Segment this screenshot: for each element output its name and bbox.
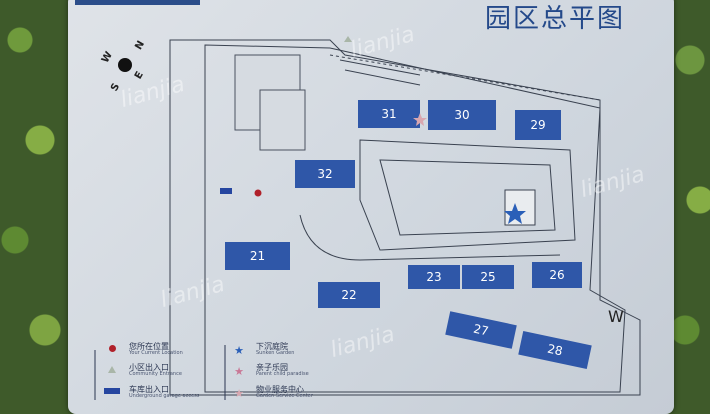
legend-label-zh: 亲子乐园: [256, 363, 288, 372]
building-label: 21: [250, 249, 265, 263]
compass-west: W: [99, 49, 116, 66]
building-label: 27: [472, 322, 490, 339]
legend-label-en: Garden Service Center: [256, 393, 313, 399]
map-title: 园区总平图: [485, 4, 626, 34]
building-31: [358, 100, 420, 128]
legend-label-en: Underground garage access: [129, 393, 200, 399]
compass-south: S: [109, 81, 123, 94]
triangle-icon: [103, 366, 121, 375]
building-label: 22: [341, 288, 356, 302]
legend-label-zh: 您所在位置: [129, 342, 169, 351]
legend-label-en: Sunken Garden: [256, 350, 295, 356]
header-strip: [75, 0, 200, 5]
building-23: [408, 265, 460, 289]
building-22: [318, 282, 380, 308]
sunken-garden-star-icon: [504, 203, 526, 224]
building-label: 25: [480, 270, 495, 284]
parking-icon: [103, 388, 121, 396]
building-label: 28: [546, 342, 564, 359]
building-label: 30: [454, 108, 469, 122]
west-gate-label: W: [608, 307, 624, 326]
legend-label-en: Your Current Location: [129, 350, 183, 356]
site-plan: 31 30 29 32 21 22 23 25 26 27 28 W: [94, 36, 641, 400]
legend-label-zh: 物业服务中心: [256, 385, 304, 394]
building-label: 23: [426, 270, 441, 284]
site-boundary: [169, 39, 641, 396]
legend-label-zh: 下沉庭院: [256, 342, 288, 351]
building-27: [445, 311, 517, 349]
building-26: [532, 262, 582, 288]
compass-east: E: [132, 69, 146, 82]
compass-north: N: [133, 39, 148, 52]
building-25: [462, 265, 514, 289]
legend-label-zh: 车库出入口: [129, 385, 169, 394]
compass-center-icon: [118, 58, 132, 72]
red-dot-icon: [103, 345, 121, 354]
building-30: [428, 100, 496, 130]
service-center-star-icon: [413, 113, 427, 126]
current-location-icon: [254, 189, 262, 197]
building-28: [518, 330, 592, 370]
building-32: [295, 160, 355, 188]
building-21: [225, 242, 290, 270]
building-label: 32: [317, 167, 332, 181]
legend-label-en: Parent child paradise: [256, 371, 309, 377]
legend-label-zh: 小区出入口: [129, 363, 169, 372]
blue-star-icon: ★: [234, 344, 244, 357]
building-label: 29: [530, 118, 545, 132]
building-label: 31: [381, 107, 396, 121]
central-garden: [359, 139, 576, 251]
legend-label-en: Community Entrance: [129, 371, 182, 377]
light-pink-star-icon: ★: [234, 387, 244, 400]
building-label: 26: [549, 268, 564, 282]
compass: N W E S: [99, 39, 155, 95]
pink-star-icon: ★: [234, 365, 244, 378]
garage-access-icon: [220, 188, 232, 194]
inner-road: [204, 44, 626, 393]
entrance-triangle-icon: [344, 36, 352, 42]
building-29: [515, 110, 561, 140]
